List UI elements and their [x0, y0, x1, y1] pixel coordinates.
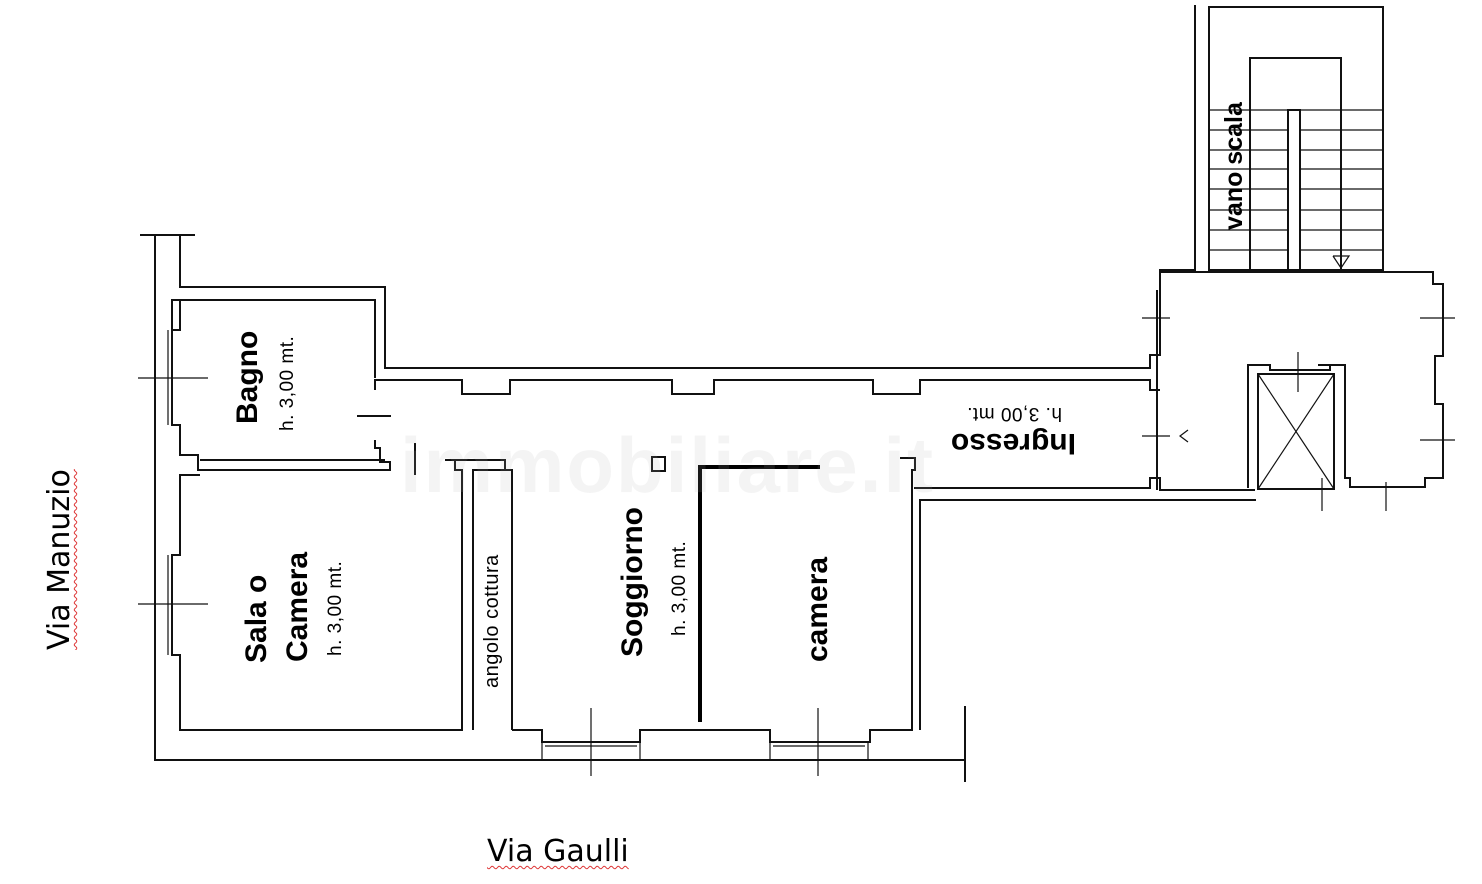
room-bagno-name: Bagno	[231, 330, 264, 424]
room-camera-name: camera	[801, 556, 834, 662]
street-name-via-manuzio: Via Manuzio	[42, 469, 77, 650]
room-soggiorno-name: Soggiorno	[616, 507, 649, 657]
apartment-walls	[138, 5, 1256, 782]
room-soggiorno-height: h. 3,00 mt.	[669, 540, 690, 636]
watermark: immobiliare.it	[400, 421, 936, 509]
street-label-west: Via Manuzio	[42, 469, 77, 650]
street-label-south: Via Gaulli	[487, 834, 629, 869]
room-sala-height: h. 3,00 mt.	[325, 560, 346, 656]
room-bagno-height: h. 3,00 mt.	[277, 335, 298, 431]
room-sala-name-line2: Camera	[281, 551, 314, 662]
room-ingresso-name: Ingresso	[950, 427, 1076, 460]
stairwell	[1160, 6, 1455, 511]
room-ingresso-height: h. 3,00 mt.	[966, 403, 1062, 424]
room-sala-name-line1: Sala o	[240, 574, 273, 663]
room-angolo-cottura-name: angolo cottura	[481, 554, 503, 688]
street-name-via-gaulli: Via Gaulli	[487, 834, 629, 869]
room-vano-scala-name: vano scala	[1220, 102, 1248, 230]
